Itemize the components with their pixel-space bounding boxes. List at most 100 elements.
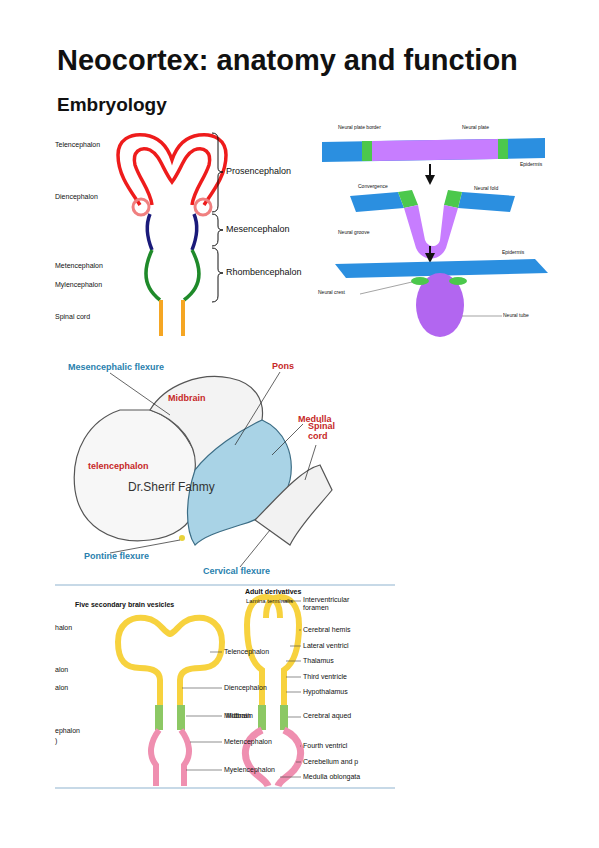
leader-line	[286, 661, 301, 662]
leader-line	[190, 742, 222, 743]
mesencephalon-wall	[192, 214, 197, 250]
leader-line	[186, 716, 222, 717]
part-label: alon	[55, 684, 68, 692]
part-label: Telencephalon	[224, 648, 269, 656]
part-label: Hypothalamus	[303, 688, 348, 696]
telencephalon-outline	[118, 135, 226, 205]
leader-line	[110, 373, 170, 415]
leader-line	[286, 677, 301, 678]
leader-line	[280, 777, 301, 778]
separator-line	[55, 787, 395, 788]
process-arrow	[429, 164, 431, 180]
part-label: Epidermis	[502, 250, 524, 256]
part-label: halon	[55, 624, 72, 632]
part-label: Lateral ventricl	[303, 642, 349, 650]
watermark: Dr.Sherif Fahmy	[128, 481, 215, 495]
part-label: ephalon	[55, 727, 80, 735]
hindbrain-vesicle	[181, 730, 189, 786]
part-label: telencephalon	[88, 461, 149, 471]
part-label: Midbrain	[226, 712, 253, 720]
bracket	[212, 133, 223, 212]
spinal-cord-wall	[159, 300, 163, 336]
part-label: Interventricular foramen	[303, 596, 365, 612]
part-label: Mylencephalon	[55, 281, 102, 289]
diencephalon-loop	[133, 199, 149, 215]
midbrain-part	[280, 705, 288, 730]
leader-line	[182, 688, 222, 689]
part-label: Neural crest	[318, 290, 345, 296]
part-label: Thalamus	[303, 657, 334, 665]
neural-crest	[449, 277, 467, 285]
leader-line	[305, 445, 316, 480]
cerebral-hemisphere	[266, 597, 299, 705]
part-label: Cerebral hemis	[303, 626, 350, 634]
part-label: alon	[55, 666, 68, 674]
part-label: Diencephalon	[55, 193, 98, 201]
leader-line	[272, 424, 303, 455]
leader-line	[299, 630, 301, 631]
part-label: Fourth ventricl	[303, 742, 347, 750]
part-label: Telencephalon	[55, 141, 100, 149]
neural-fold	[444, 190, 462, 208]
part-label: Metencephalon	[55, 262, 103, 270]
leader-line	[462, 316, 502, 317]
part-label: Epidermis	[520, 162, 542, 168]
midbrain-vesicle	[177, 705, 185, 730]
part-label: Mesencephalic flexure	[68, 362, 164, 372]
part-label: Neural groove	[338, 230, 369, 236]
part-label: Metencephalon	[224, 738, 272, 746]
spinal-cord-shape	[255, 465, 332, 545]
part-label: Lamina terminalis	[246, 598, 293, 605]
part-label: Cerebral aqued	[303, 712, 351, 720]
process-arrow	[429, 246, 431, 258]
neural-crest	[411, 277, 429, 285]
epidermis-block	[350, 192, 404, 212]
part-label: Myelencephalon	[224, 766, 275, 774]
part-label: Medulla oblongata	[303, 773, 360, 781]
leader-line	[288, 717, 301, 718]
part-label: Neural tube	[503, 313, 529, 319]
part-label: )	[55, 737, 57, 745]
mesencephalon-wall	[147, 214, 152, 250]
figure-heading: Five secondary brain vesicles	[75, 601, 174, 609]
leader-line	[186, 770, 222, 771]
neural-fold	[398, 190, 418, 208]
neural-groove	[404, 205, 458, 259]
part-label: Third ventricle	[303, 673, 347, 681]
part-label: Pontine flexure	[84, 551, 149, 561]
part-label: Midbrain	[168, 393, 206, 403]
rhombencephalon-wall	[184, 250, 199, 300]
forebrain-vesicle	[118, 618, 222, 705]
telencephalon-outline	[134, 149, 209, 205]
hindbrain-part	[278, 730, 301, 786]
figure-heading: Adult derivatives	[245, 588, 301, 596]
leader-line	[286, 692, 301, 693]
epidermis-block	[458, 192, 515, 212]
region-label: Mesencephalon	[226, 224, 290, 234]
part-label: Convergence	[358, 184, 388, 190]
midbrain-vesicle	[155, 705, 163, 730]
plate-border	[498, 139, 508, 159]
leader-line	[300, 746, 301, 747]
rhombencephalon-wall	[146, 250, 160, 300]
hindbrain-vesicle	[151, 730, 159, 786]
part-label: Cervical flexure	[203, 566, 270, 576]
part-label: Cerebellum and p	[303, 758, 358, 766]
bracket	[212, 214, 223, 246]
leader-line	[360, 282, 412, 294]
bracket	[212, 248, 223, 302]
neural-plate	[372, 139, 498, 161]
leader-line	[210, 652, 222, 653]
part-label: Neural plate border	[338, 125, 381, 131]
part-label: Neural fold	[474, 186, 498, 192]
epidermis-slab	[322, 138, 545, 162]
leader-line	[240, 530, 270, 567]
leader-lines	[280, 601, 301, 777]
part-label: Diencephalon	[224, 684, 267, 692]
part-label: Pons	[272, 361, 294, 371]
part-label: Spinal cord	[55, 313, 90, 321]
midbrain-part	[258, 705, 266, 730]
leader-line	[296, 762, 301, 763]
part-label: Neural plate	[462, 125, 489, 131]
